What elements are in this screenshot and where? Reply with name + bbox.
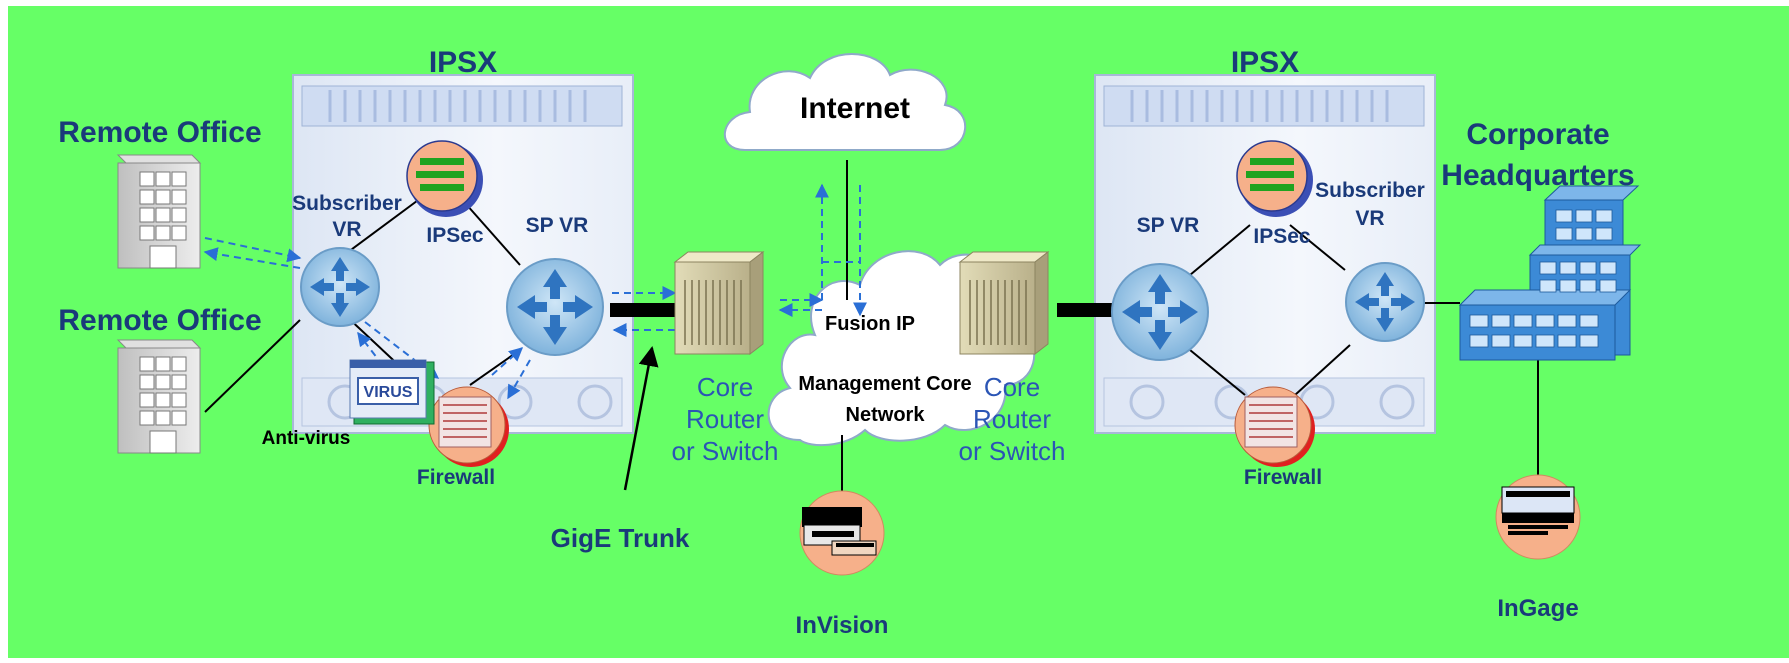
core-switch-left-icon — [673, 250, 765, 356]
corporate-hq-building-icon — [1458, 185, 1642, 361]
gige-trunk-pointer — [623, 346, 659, 491]
right-vr-label: VR — [1355, 207, 1384, 230]
left-subscriber-label: Subscriber — [292, 192, 402, 215]
core-left-line3: or Switch — [672, 436, 779, 466]
core-right-line1: Core — [984, 372, 1040, 402]
left-firewall-icon — [428, 386, 509, 467]
right-firewall-label: Firewall — [1244, 466, 1322, 489]
link-subvr-ipsec — [339, 194, 426, 259]
anti-virus-icon: VIRUS — [349, 359, 435, 425]
left-sp-vr-label: SP VR — [526, 214, 589, 237]
internet-cloud — [724, 53, 967, 151]
left-vr-label: VR — [332, 218, 361, 241]
right-subscriber-label: Subscriber — [1315, 179, 1425, 202]
right-sp-vr-router-icon — [1111, 263, 1209, 361]
fusion-line1-label: Fusion IP — [825, 313, 915, 335]
link-remote2-subvr — [204, 319, 301, 413]
right-ipsec-icon — [1236, 140, 1313, 217]
ingage-label: InGage — [1497, 595, 1578, 622]
link-r-spvr-firewall — [1189, 349, 1246, 396]
left-subscriber-vr-router-icon — [300, 247, 380, 327]
right-ipsx-title: IPSX — [1231, 46, 1299, 79]
left-ipsec-icon — [406, 140, 483, 217]
right-subscriber-vr-router-icon — [1345, 262, 1425, 342]
right-ipsec-label: IPSec — [1253, 225, 1311, 248]
remote-office-1-label: Remote Office — [58, 116, 261, 149]
link-r-firewall-subvr — [1294, 344, 1351, 396]
core-right-line2: Router — [973, 404, 1051, 434]
core-right-line3: or Switch — [959, 436, 1066, 466]
link-r-ipsec-subvr — [1289, 224, 1346, 271]
headquarters-label: Headquarters — [1441, 159, 1634, 192]
fusion-line3-label: Network — [846, 404, 926, 426]
invision-label: InVision — [796, 612, 889, 639]
right-ipsx-chassis — [1094, 74, 1436, 434]
gige-trunk-right — [1057, 303, 1117, 317]
fusion-line2-label: Management Core — [798, 373, 971, 395]
gige-trunk-left — [610, 303, 678, 317]
virus-badge-label: VIRUS — [364, 384, 413, 401]
core-switch-right-icon — [958, 250, 1050, 356]
remote-office-1-building-icon — [116, 154, 202, 269]
corporate-label: Corporate — [1466, 118, 1609, 151]
left-firewall-label: Firewall — [417, 466, 495, 489]
core-left-line2: Router — [686, 404, 764, 434]
gige-trunk-label: GigE Trunk — [551, 523, 690, 553]
right-sp-vr-label: SP VR — [1137, 214, 1200, 237]
remote-office-2-building-icon — [116, 339, 202, 454]
left-ipsx-title: IPSX — [429, 46, 497, 79]
left-sp-vr-router-icon — [506, 258, 604, 356]
anti-virus-label: Anti-virus — [262, 428, 351, 449]
left-ipsec-label: IPSec — [426, 224, 484, 247]
internet-label: Internet — [800, 92, 910, 125]
invision-monitor-icon — [799, 490, 885, 576]
link-r-spvr-ipsec — [1189, 224, 1251, 276]
core-left-line1: Core — [697, 372, 753, 402]
ingage-monitor-icon — [1495, 474, 1581, 560]
remote-office-2-label: Remote Office — [58, 304, 261, 337]
right-firewall-icon — [1234, 386, 1315, 467]
